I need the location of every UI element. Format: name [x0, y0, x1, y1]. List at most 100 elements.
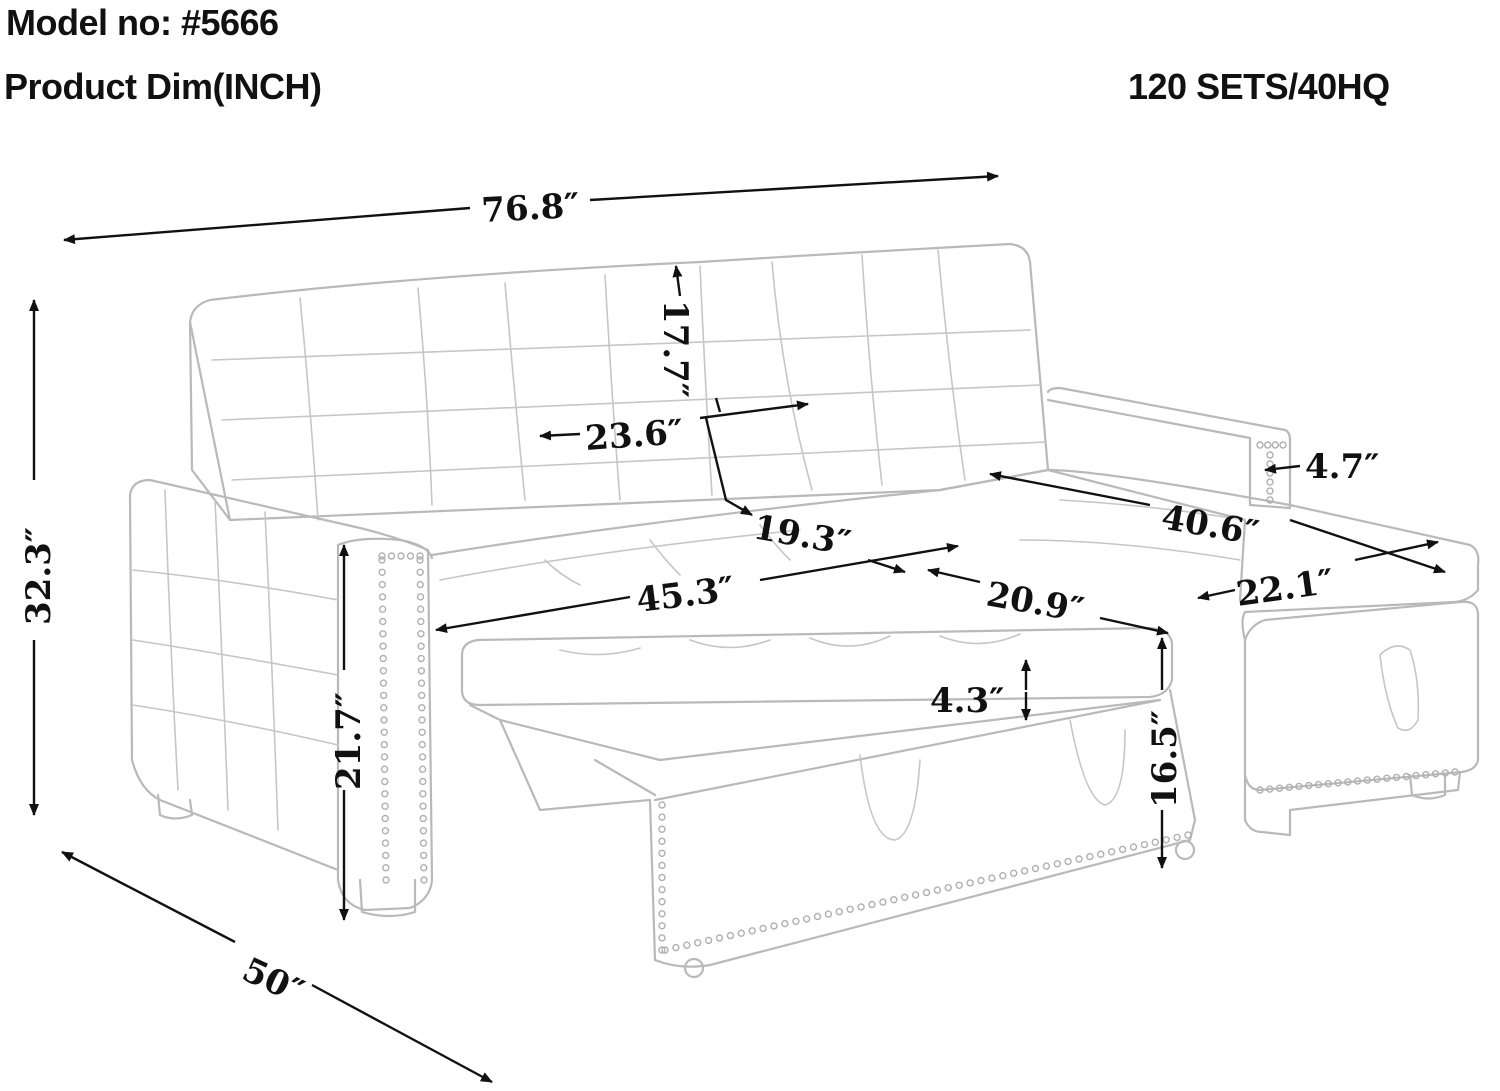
chaise-length-label: 40.6″	[1158, 497, 1261, 553]
nailhead-stud	[658, 825, 666, 833]
nailhead-stud	[658, 934, 666, 942]
nailhead-stud	[380, 753, 389, 761]
nailhead-stud	[420, 876, 428, 884]
nailhead-trim	[378, 441, 1459, 954]
nailhead-stud	[1162, 836, 1170, 844]
nailhead-stud	[379, 642, 387, 650]
container-capacity: 120 SETS/40HQ	[1128, 66, 1390, 107]
nailhead-stud	[1140, 840, 1149, 849]
nailhead-stud	[672, 943, 680, 952]
nailhead-stud	[661, 946, 669, 954]
nailhead-stud	[890, 896, 898, 904]
nailhead-stud	[1334, 779, 1342, 787]
nailhead-stud	[397, 552, 405, 560]
nailhead-stud	[1412, 771, 1420, 780]
nailhead-stud	[1151, 838, 1160, 846]
nailhead-stud	[1451, 768, 1459, 776]
nailhead-stud	[378, 605, 387, 613]
nailhead-stud	[1256, 441, 1264, 449]
nailhead-stud	[1441, 769, 1450, 777]
nailhead-stud	[737, 929, 745, 937]
nailhead-stud	[759, 924, 767, 933]
nailhead-stud	[418, 765, 427, 773]
nailhead-stud	[1266, 785, 1274, 793]
chaise-width-label: 22.1″	[1234, 562, 1337, 615]
nailhead-stud	[418, 728, 426, 736]
nailhead-stud	[1064, 857, 1072, 866]
seat-back-cushion	[430, 468, 1247, 602]
nailhead-stud	[382, 876, 390, 884]
nailhead-stud	[418, 740, 426, 749]
nailhead-stud	[802, 915, 811, 923]
nailhead-stud	[417, 617, 425, 626]
arm-width-label: 4.7″	[1305, 447, 1379, 487]
nailhead-stud	[1431, 770, 1440, 778]
nailhead-stud	[380, 704, 388, 712]
nailhead-stud	[418, 704, 426, 712]
nailhead-stud	[416, 568, 424, 576]
nailhead-stud	[726, 931, 735, 940]
nailhead-stud	[381, 827, 390, 835]
overall-depth-line	[61, 850, 236, 944]
nailhead-stud	[824, 910, 833, 918]
nailhead-stud	[694, 939, 702, 947]
nailhead-stud	[933, 886, 942, 894]
nailhead-stud	[1271, 441, 1280, 449]
nailhead-stud	[380, 691, 388, 700]
nailhead-stud	[417, 642, 425, 650]
chaise-base	[1243, 600, 1480, 792]
nailhead-stud	[378, 552, 386, 560]
nailhead-stud	[419, 814, 427, 823]
nailhead-stud	[1266, 460, 1274, 468]
back-cushion-width-line	[539, 430, 581, 441]
nailhead-stud	[417, 654, 425, 663]
nailhead-stud	[1053, 860, 1062, 868]
nailhead-stud	[658, 946, 666, 954]
left-rear-leg	[156, 793, 194, 820]
nailhead-stud	[781, 919, 789, 928]
nailhead-stud	[1086, 852, 1094, 861]
chaise-length-line	[989, 471, 1151, 507]
nailhead-stud	[382, 851, 390, 860]
nailhead-stud	[658, 922, 666, 930]
nailhead-stud	[922, 888, 931, 897]
nailhead-stud	[1184, 831, 1192, 839]
nailhead-stud	[1266, 478, 1274, 486]
nailhead-stud	[658, 813, 666, 821]
nailhead-stud	[966, 879, 974, 887]
nailhead-stud	[658, 837, 666, 845]
nailhead-stud	[419, 839, 428, 847]
nailhead-stud	[1266, 496, 1274, 504]
nailhead-stud	[658, 801, 666, 809]
nailhead-stud	[417, 630, 425, 638]
nailhead-stud	[1075, 855, 1083, 863]
nailhead-stud	[416, 593, 425, 601]
nailhead-stud	[658, 885, 666, 894]
nailhead-stud	[1266, 487, 1274, 495]
nailhead-stud	[1422, 771, 1430, 779]
nailhead-stud	[378, 580, 386, 589]
nailhead-stud	[382, 864, 390, 872]
back-cushion-width-label: 23.6″	[584, 412, 685, 459]
nailhead-stud	[999, 872, 1007, 880]
nailhead-stud	[378, 568, 386, 576]
overall-width-label: 76.8″	[480, 186, 580, 231]
nailhead-stud	[1392, 773, 1401, 782]
left-arm	[128, 478, 434, 912]
pullout-depth-line	[867, 558, 906, 574]
nailhead-stud	[381, 790, 389, 798]
backrest	[188, 242, 1050, 522]
nailhead-stud	[380, 716, 388, 724]
nailhead-stud	[813, 912, 822, 921]
nailhead-stud	[792, 917, 800, 925]
nailhead-stud	[381, 814, 389, 823]
seat-width-line	[435, 595, 631, 634]
nailhead-stud	[658, 849, 666, 857]
seat-depth-line	[704, 417, 753, 517]
arm-height-label: 21.7″	[329, 692, 369, 790]
left-arm-front	[336, 537, 434, 560]
chaise-width-line	[1197, 588, 1236, 601]
nailhead-stud	[380, 765, 389, 773]
nailhead-stud	[1129, 843, 1138, 851]
nailhead-stud	[387, 552, 396, 560]
